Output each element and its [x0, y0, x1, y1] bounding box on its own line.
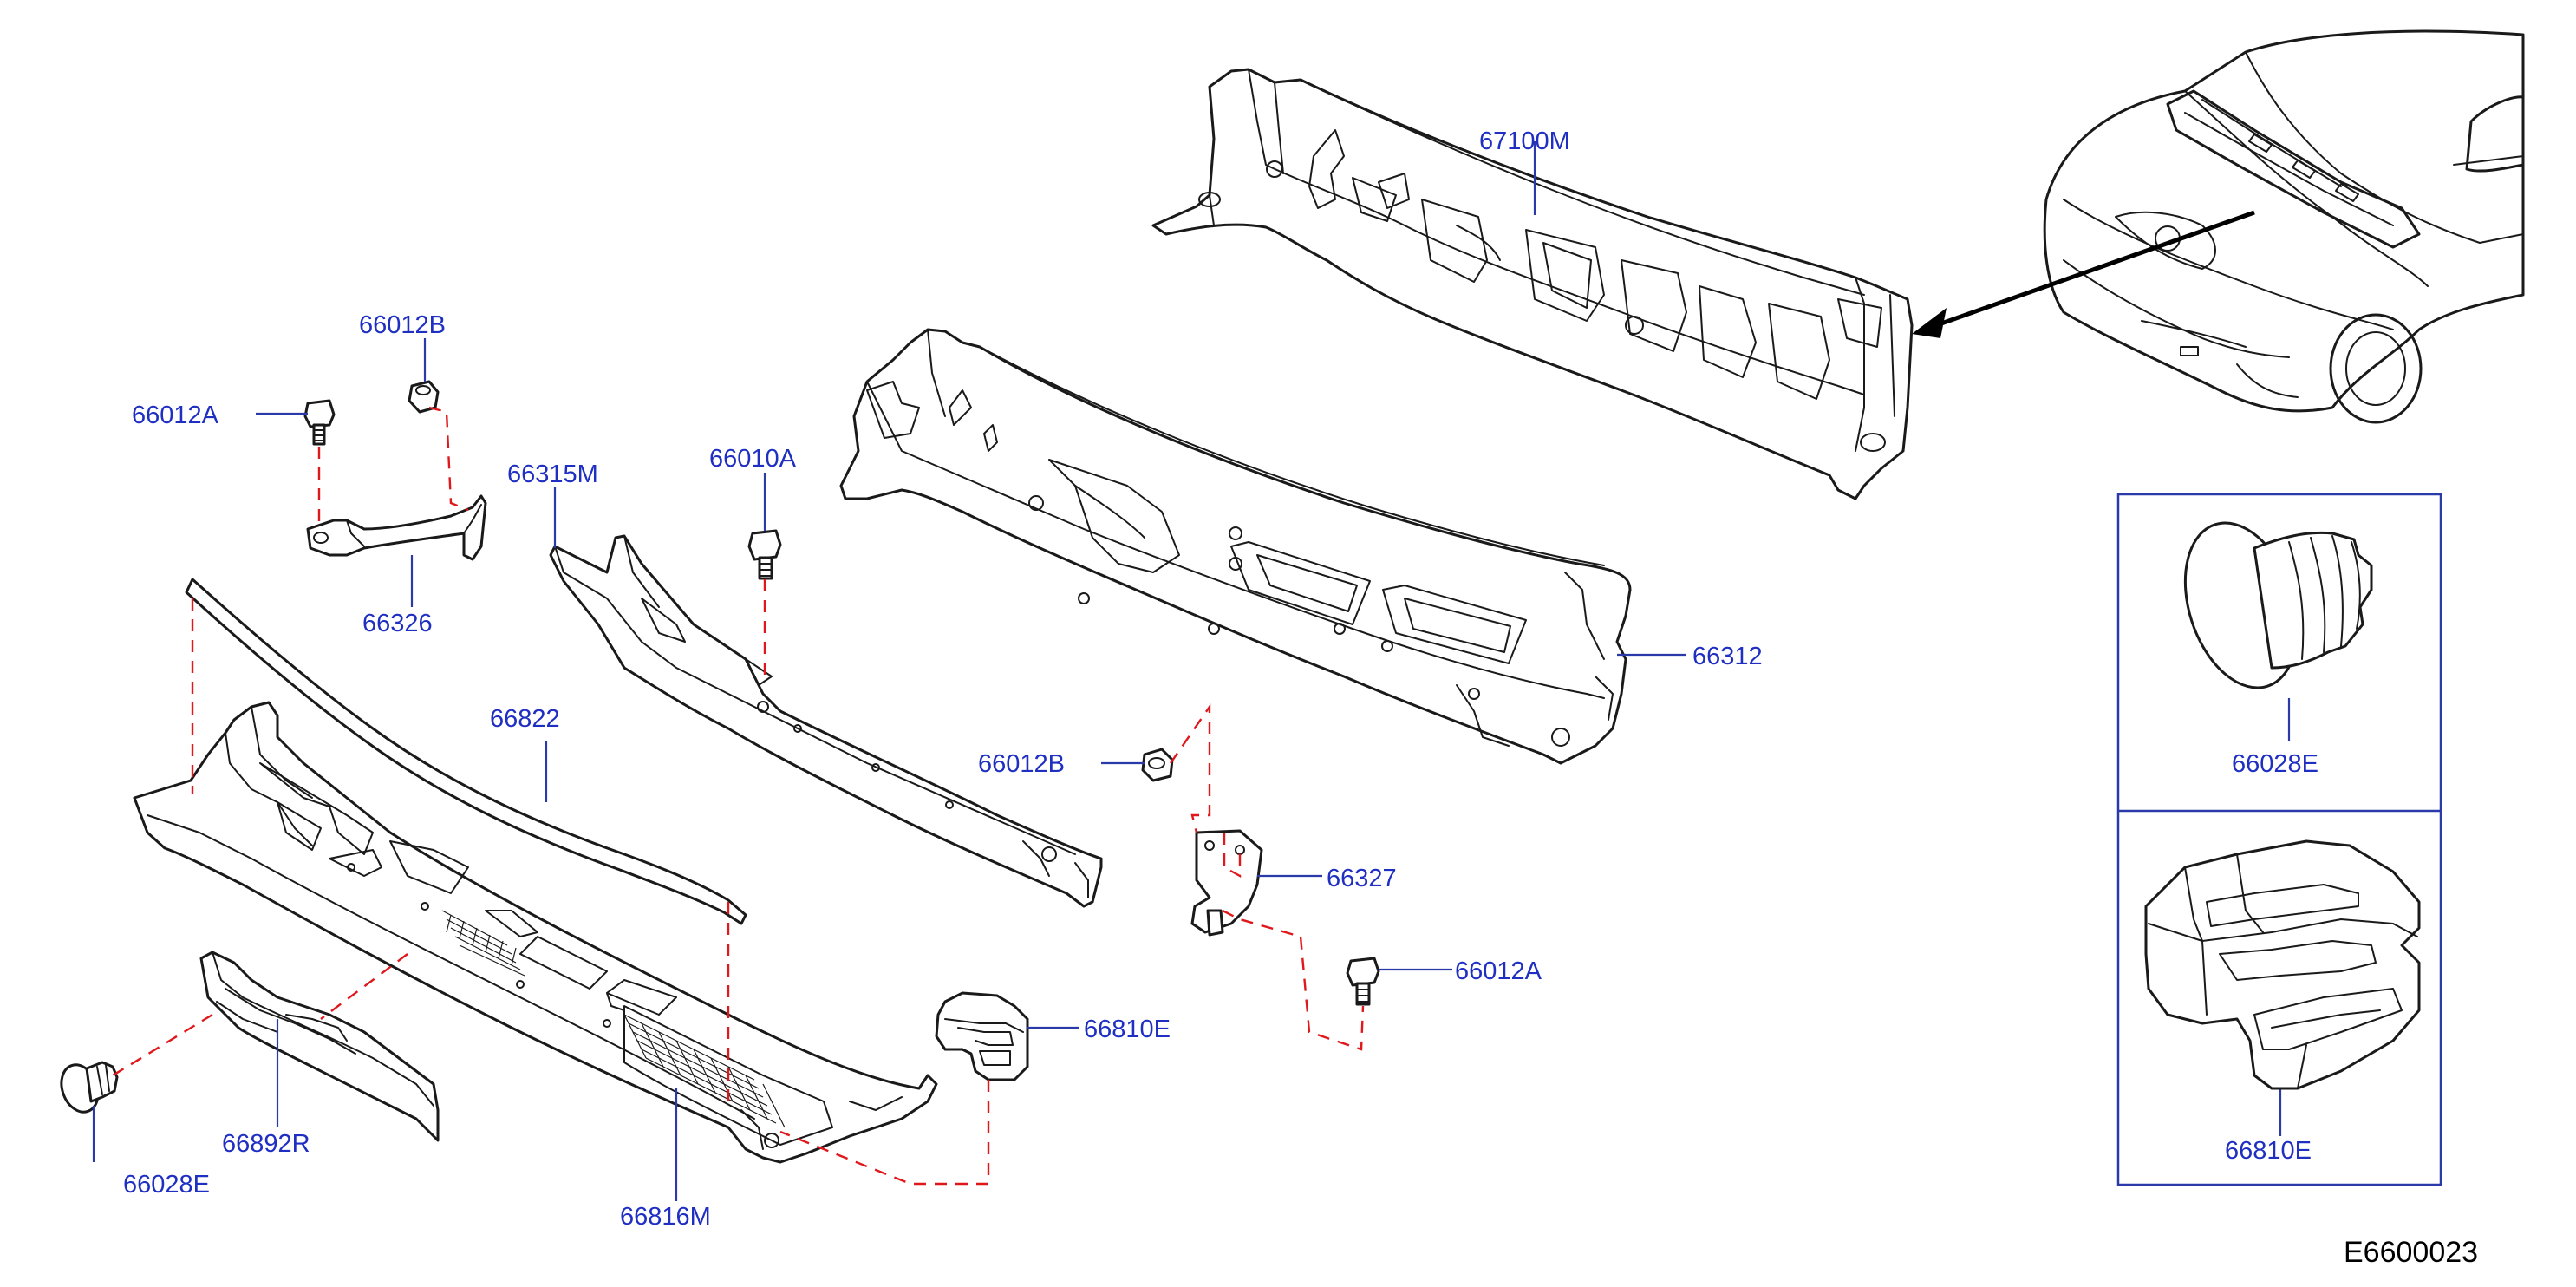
callout-66012A-top: 66012A: [132, 402, 219, 429]
assembly-lines: [112, 406, 1365, 1186]
callout-66326: 66326: [362, 610, 433, 637]
callout-66892R: 66892R: [222, 1130, 310, 1158]
part-66312-cowl-top-panel: [839, 328, 1632, 765]
callout-66810E-inset: 66810E: [2225, 1137, 2312, 1165]
part-66327-bracket: [1190, 829, 1263, 937]
part-66012B-nut-top: [408, 380, 440, 414]
callout-66822: 66822: [490, 705, 560, 733]
callout-66028E-inset: 66028E: [2232, 750, 2318, 778]
part-66315M-cowl-reinforcement: [549, 534, 1103, 908]
part-66816M-cowl-top-grille: [133, 701, 938, 1164]
part-66012B-nut-mid: [1141, 748, 1174, 782]
callout-66312: 66312: [1692, 643, 1763, 670]
callout-66028E-main: 66028E: [123, 1171, 210, 1199]
part-66326-bracket: [306, 494, 487, 561]
inset-66028E-clip-detail: [2183, 521, 2373, 689]
part-66010A-bolt: [747, 529, 782, 580]
part-66012A-bolt-bottom: [1346, 957, 1380, 1006]
part-66810E-clip: [935, 991, 1029, 1081]
leader-lines: [92, 141, 2291, 1201]
part-66028E-clip: [60, 1061, 119, 1114]
detail-inset-panel: 66028E 66810E: [2116, 493, 2442, 1186]
callout-66810E-main: 66810E: [1084, 1016, 1171, 1043]
location-arrow: [1912, 210, 2255, 338]
part-66012A-bolt-top: [303, 399, 336, 446]
part-66822-cowl-seal: [185, 578, 747, 925]
inset-66810E-clip-detail: [2144, 839, 2421, 1090]
vehicle-reference-illustration: [2043, 29, 2525, 424]
part-66892R-side-seal: [199, 951, 440, 1142]
callout-66816M: 66816M: [620, 1203, 711, 1231]
callout-66010A: 66010A: [709, 445, 797, 473]
part-67100M-dash-upper-panel: [1151, 68, 1914, 500]
callout-66327: 66327: [1327, 865, 1397, 892]
diagram-code: E6600023: [2344, 1236, 2478, 1269]
inset-frame: [2116, 493, 2442, 1186]
callout-66012B-top: 66012B: [359, 311, 446, 339]
callout-66012B-mid: 66012B: [978, 750, 1065, 778]
callout-66315M: 66315M: [507, 461, 598, 488]
callout-66012A-bottom: 66012A: [1455, 957, 1542, 985]
callout-labels: 67100M 66312 66315M 66010A 66012B 66012A…: [123, 127, 1763, 1231]
callout-67100M: 67100M: [1479, 127, 1570, 155]
